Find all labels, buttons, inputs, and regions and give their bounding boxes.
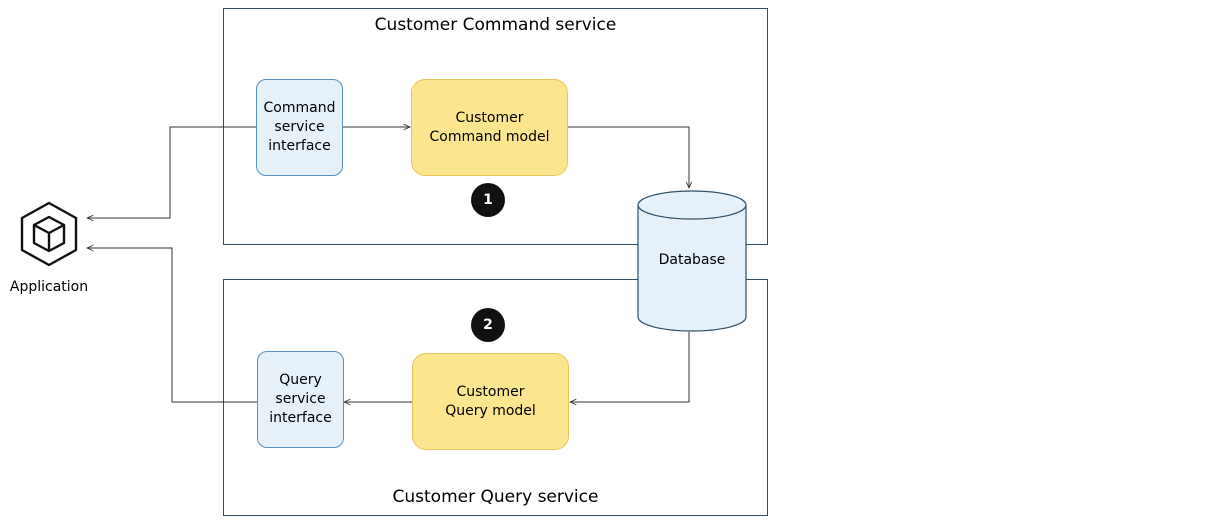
connector-command-to-app <box>87 126 256 218</box>
customer-command-model: Customer Command model <box>411 79 568 176</box>
step-badge-1: 1 <box>471 183 505 217</box>
application-label: Application <box>9 279 89 295</box>
cube-icon <box>20 201 78 267</box>
connector-command-model-to-db <box>568 126 689 188</box>
query-service-container: Customer Query service <box>223 279 768 516</box>
connector-query-to-app <box>87 248 257 403</box>
query-service-interface: Query service interface <box>257 351 344 448</box>
customer-query-model: Customer Query model <box>412 353 569 450</box>
database-label: Database <box>658 252 726 268</box>
database-cylinder-icon <box>637 190 747 332</box>
command-service-title: Customer Command service <box>374 15 617 35</box>
connector-db-to-query-model <box>570 332 690 402</box>
query-service-title: Customer Query service <box>392 487 599 507</box>
step-badge-2: 2 <box>471 308 505 342</box>
command-service-interface: Command service interface <box>256 79 343 176</box>
